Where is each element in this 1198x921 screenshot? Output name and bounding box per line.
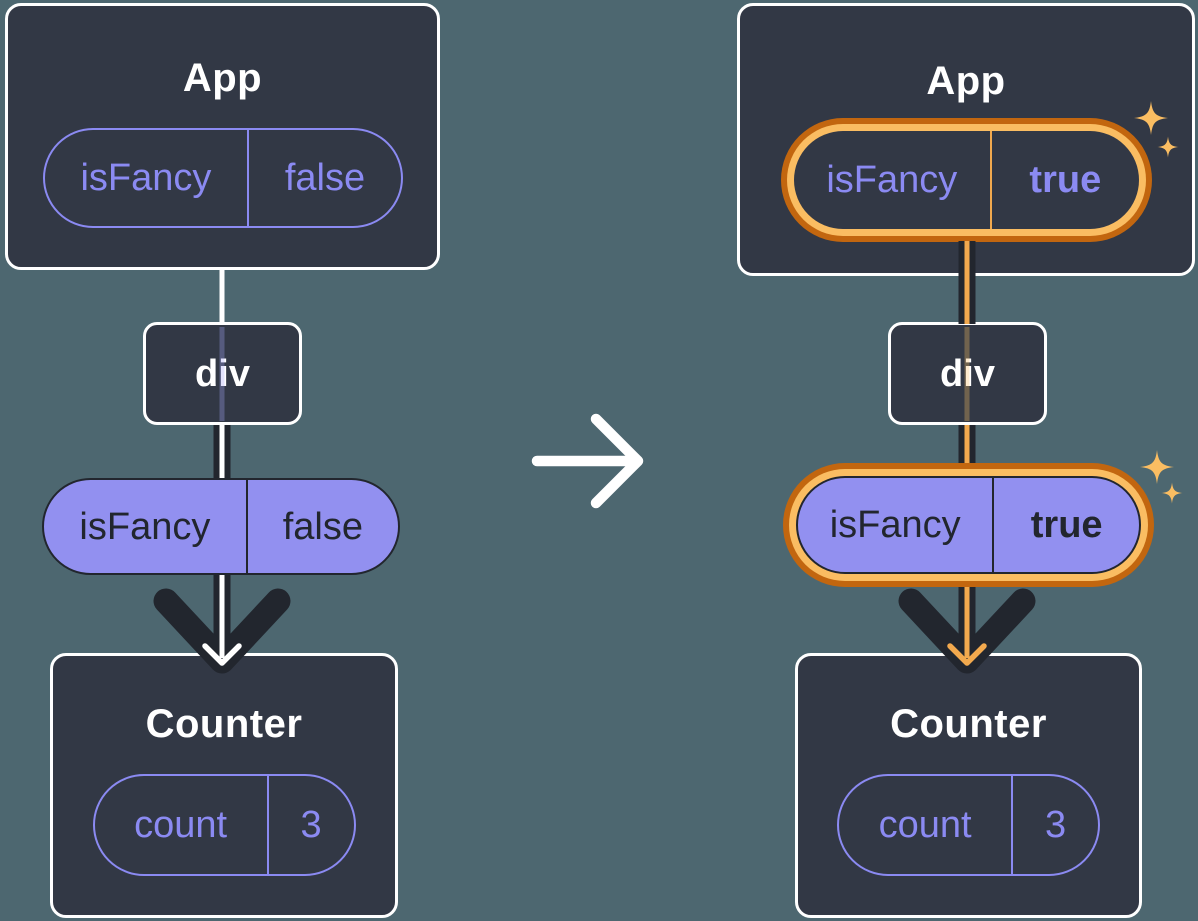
component-card-counter: Counter count 3 [50,653,398,918]
component-card-app: App isFancy false [5,3,440,270]
prop-value: true [992,478,1139,572]
component-card-counter: Counter count 3 [795,653,1142,918]
arrow-down-icon [898,588,1036,674]
state-key: count [878,804,972,846]
component-card-app: App isFancy true [737,3,1195,276]
highlight-ring-inner: isFancy true [789,469,1148,581]
component-title: App [926,59,1006,103]
component-title: Counter [890,702,1047,746]
component-title: div [940,352,995,395]
prop-value: false [245,480,398,573]
component-card-div: div [888,322,1047,425]
component-card-div: div [143,322,302,425]
highlight-ring-inner: isFancy true [786,124,1146,236]
state-value: false [247,130,400,226]
state-pill: count 3 [92,774,356,876]
state-key: count [134,804,228,846]
prop-key: isFancy [79,505,211,548]
prop-key: isFancy [829,504,961,546]
state-key: isFancy [80,157,212,199]
state-key: isFancy [826,159,958,201]
component-title: div [195,352,250,395]
state-pill: count 3 [837,774,1100,876]
arrow-down-icon [153,588,291,674]
highlight-ring: isFancy true [780,118,1152,242]
component-title: App [182,56,263,100]
component-title: Counter [145,702,303,746]
state-value: 3 [266,776,354,874]
prop-pill-changed: isFancy true [796,476,1141,574]
highlight-ring: isFancy true [783,463,1154,587]
state-value: 3 [1011,776,1098,874]
prop-pill: isFancy false [42,478,400,575]
arrow-right-icon [531,413,644,509]
state-pill: isFancy false [42,128,403,228]
state-pill-changed: isFancy true [793,131,1139,229]
state-value: true [990,131,1138,229]
